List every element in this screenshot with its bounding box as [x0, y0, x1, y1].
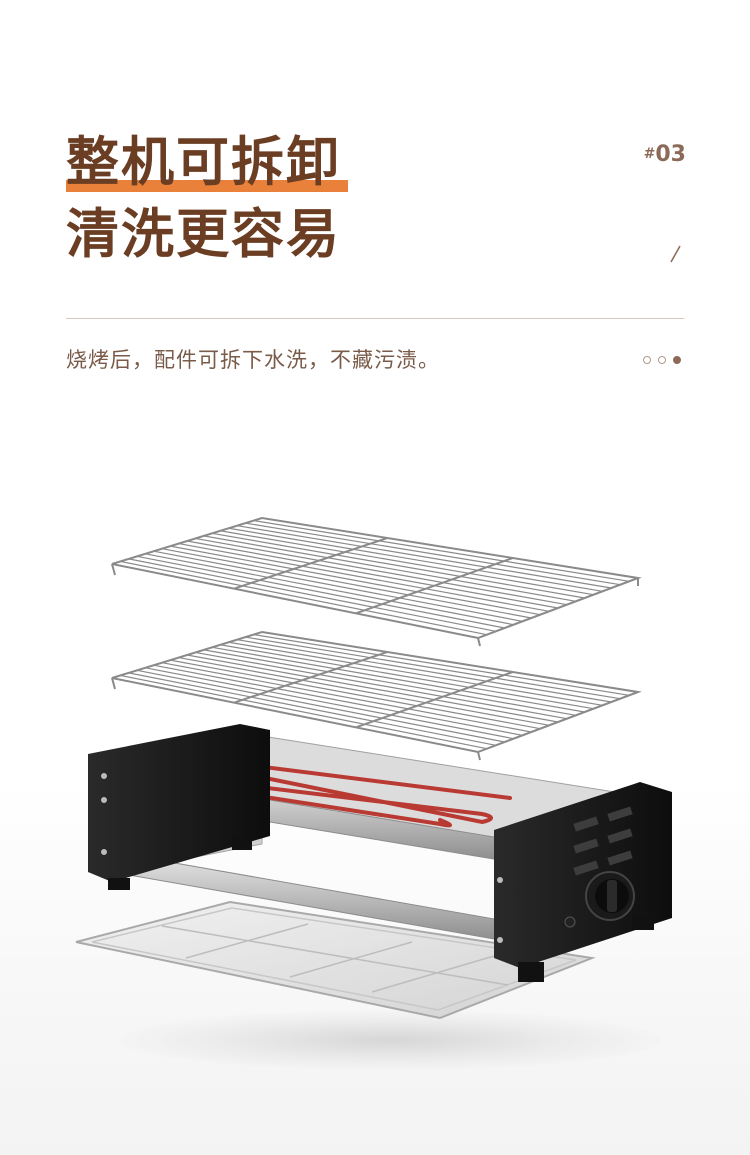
- slash-decoration: [670, 245, 681, 263]
- rack-wire: [170, 659, 541, 730]
- rack-wire: [236, 639, 612, 703]
- rack-wire: [153, 664, 523, 736]
- rack-wire: [178, 656, 550, 726]
- rack-wire: [203, 535, 576, 602]
- rack-wire: [178, 542, 550, 612]
- rack-wire: [136, 555, 505, 629]
- pager-dot-1: [643, 356, 651, 364]
- rack-crossbar: [233, 537, 388, 590]
- page-subtitle: 烧烤后，配件可拆下水洗，不藏污渍。: [66, 348, 440, 372]
- upper-wire-rack: [111, 516, 642, 647]
- pager-dot-2: [658, 356, 666, 364]
- rack-wire: [128, 558, 496, 632]
- rack-wire: [228, 641, 603, 706]
- pager-dots: [643, 356, 683, 366]
- page-title-line-1: 整机可拆卸: [66, 132, 341, 193]
- rack-wire: [220, 530, 594, 596]
- badge-number: 03: [655, 142, 686, 167]
- rack-wire: [195, 537, 567, 606]
- section-badge: #03: [644, 142, 686, 167]
- title-highlight-bar: [66, 180, 348, 192]
- rack-wire: [128, 672, 496, 746]
- rack-wire: [145, 667, 514, 740]
- rack-wire: [195, 651, 567, 720]
- left-end-panel: [88, 724, 270, 890]
- rack-wire: [203, 649, 576, 716]
- floor-shadow: [120, 1010, 660, 1070]
- rack-wire: [236, 525, 612, 589]
- control-knob: [585, 871, 635, 921]
- header-divider: [66, 318, 684, 319]
- rack-wire: [211, 532, 585, 599]
- page-title-line-2: 清洗更容易: [66, 204, 341, 265]
- rack-wire: [211, 646, 585, 713]
- rack-wire: [220, 644, 594, 710]
- rack-wire: [228, 527, 603, 592]
- rack-wire: [136, 669, 505, 743]
- right-end-panel: [494, 782, 672, 982]
- rack-wire: [245, 522, 621, 586]
- rack-wire: [120, 674, 488, 750]
- badge-hash: #: [643, 146, 656, 162]
- rack-wire: [186, 540, 559, 609]
- rack-crossbar: [355, 671, 513, 729]
- pager-dot-3: [673, 356, 681, 364]
- drip-tray: [75, 900, 596, 1020]
- rack-wire: [145, 553, 514, 626]
- rack-wire: [120, 560, 488, 636]
- rack-wire: [161, 662, 532, 733]
- rack-wire: [153, 550, 523, 622]
- product-image-grill: [75, 516, 672, 1020]
- rack-wire: [161, 548, 532, 619]
- rack-crossbar: [355, 557, 513, 615]
- rack-wire: [186, 654, 559, 723]
- rack-wire: [245, 636, 621, 700]
- rack-wire: [253, 519, 630, 582]
- rack-wire: [170, 545, 541, 616]
- rack-wire: [253, 633, 630, 696]
- lower-wire-rack: [111, 630, 642, 761]
- rack-crossbar: [233, 651, 388, 704]
